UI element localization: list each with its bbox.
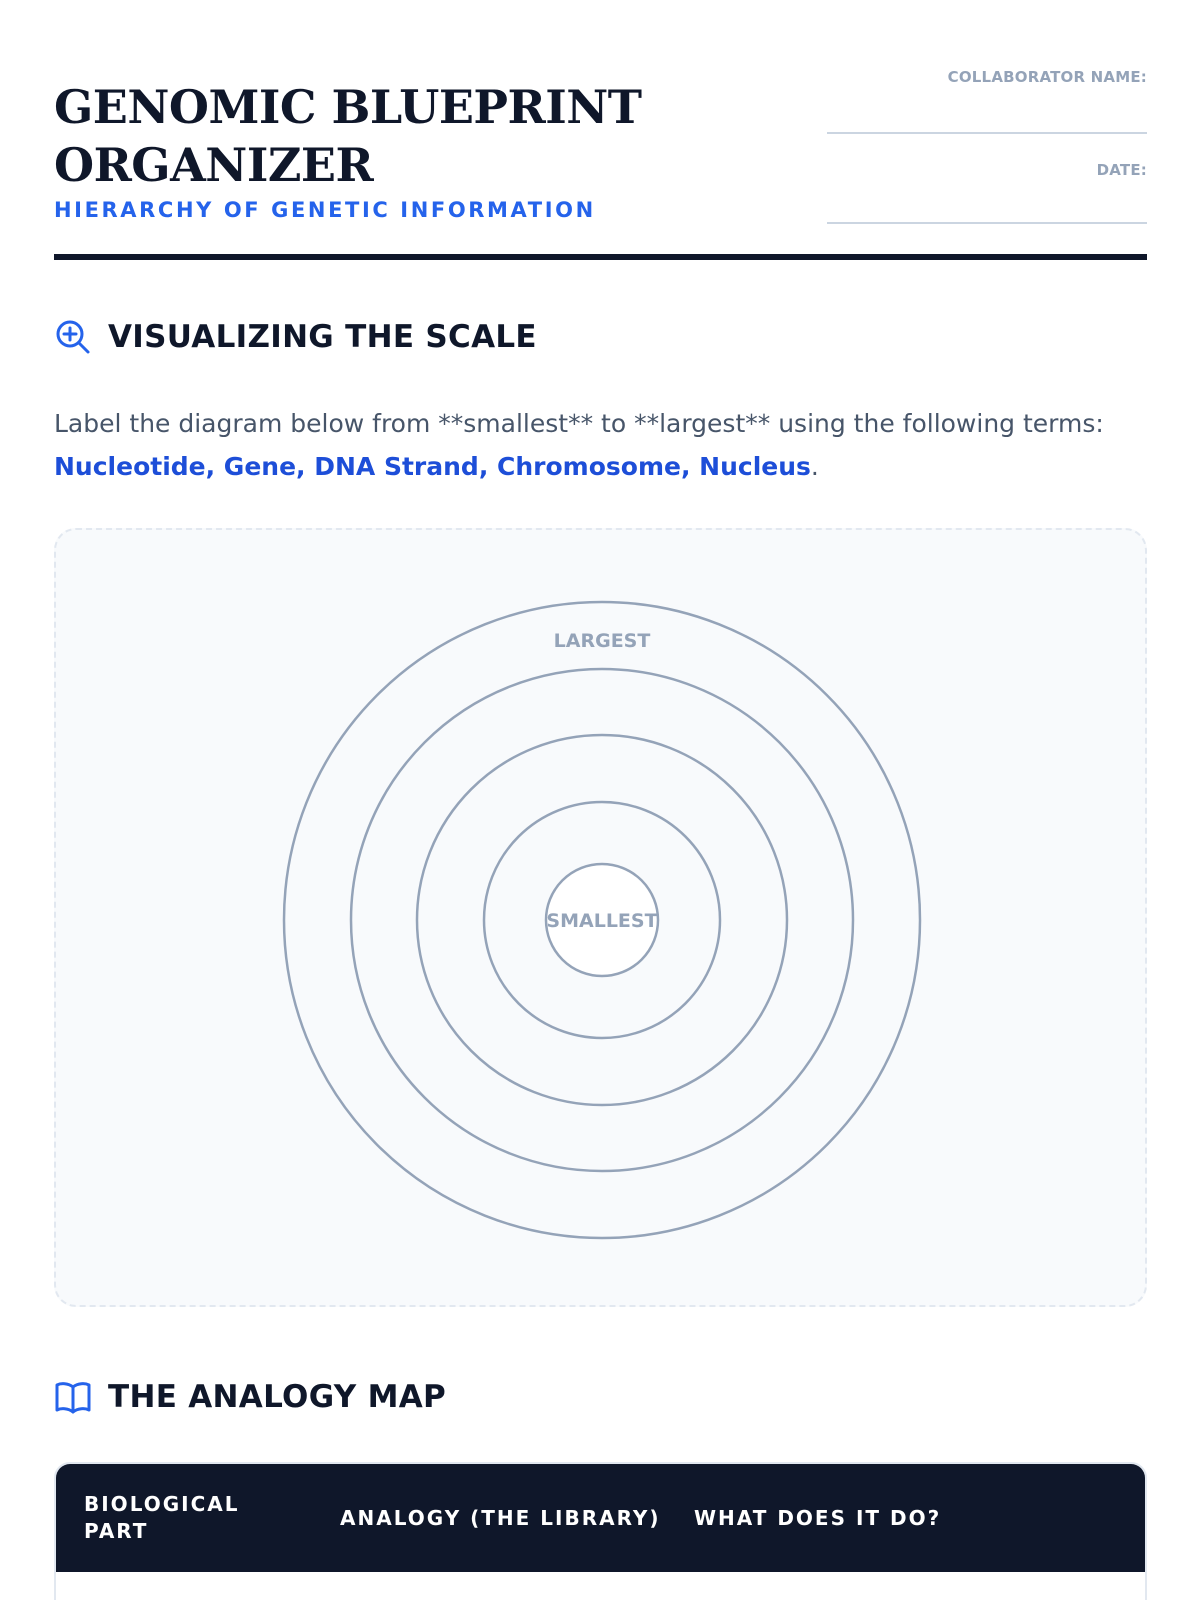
zoom-in-icon — [56, 320, 90, 354]
scale-section-header: VISUALIZING THE SCALE — [54, 318, 537, 356]
ring-1 — [282, 600, 922, 1240]
scale-diagram: LARGEST SMALLEST — [54, 528, 1147, 1307]
analogy-section-header: THE ANALOGY MAP — [54, 1378, 446, 1416]
ring-2 — [349, 667, 855, 1173]
ring-5 — [544, 862, 660, 978]
worksheet-subtitle: HIERARCHY OF GENETIC INFORMATION — [54, 198, 596, 222]
smallest-label: SMALLEST — [546, 910, 657, 932]
term-list: Nucleotide, Gene, DNA Strand, Chromosome… — [54, 452, 811, 481]
column-header-function: WHAT DOES IT DO? — [694, 1505, 942, 1530]
date-label: DATE: — [1096, 161, 1147, 179]
date-line[interactable] — [827, 179, 1147, 224]
header-divider — [54, 254, 1147, 260]
analogy-section-heading: THE ANALOGY MAP — [108, 1379, 447, 1415]
term-list-period: . — [810, 452, 819, 481]
column-header-analogy: ANALOGY (THE LIBRARY) — [340, 1505, 661, 1530]
worksheet-page: GENOMIC BLUEPRINT ORGANIZER HIERARCHY OF… — [54, 0, 1147, 1600]
collaborator-name-label: COLLABORATOR NAME: — [947, 68, 1147, 86]
ring-4 — [482, 800, 722, 1040]
collaborator-name-field[interactable]: COLLABORATOR NAME: — [827, 68, 1147, 134]
analogy-table-header: BIOLOGICAL PART ANALOGY (THE LIBRARY) WH… — [56, 1464, 1145, 1572]
ring-3 — [415, 733, 789, 1107]
date-field[interactable]: DATE: — [827, 161, 1147, 224]
concentric-rings-diagram: LARGEST SMALLEST — [282, 600, 922, 1240]
column-header-biological-part: BIOLOGICAL PART — [84, 1492, 240, 1543]
instructions-text: Label the diagram below from **smallest*… — [54, 409, 1104, 438]
largest-label: LARGEST — [554, 630, 651, 652]
book-open-icon — [55, 1382, 91, 1414]
scale-section-heading: VISUALIZING THE SCALE — [108, 319, 537, 355]
analogy-table: BIOLOGICAL PART ANALOGY (THE LIBRARY) WH… — [54, 1462, 1147, 1600]
worksheet-header: GENOMIC BLUEPRINT ORGANIZER HIERARCHY OF… — [54, 0, 1147, 262]
scale-instructions: Label the diagram below from **smallest*… — [54, 402, 1147, 488]
worksheet-title: GENOMIC BLUEPRINT ORGANIZER — [54, 80, 642, 192]
collaborator-name-line[interactable] — [827, 86, 1147, 134]
